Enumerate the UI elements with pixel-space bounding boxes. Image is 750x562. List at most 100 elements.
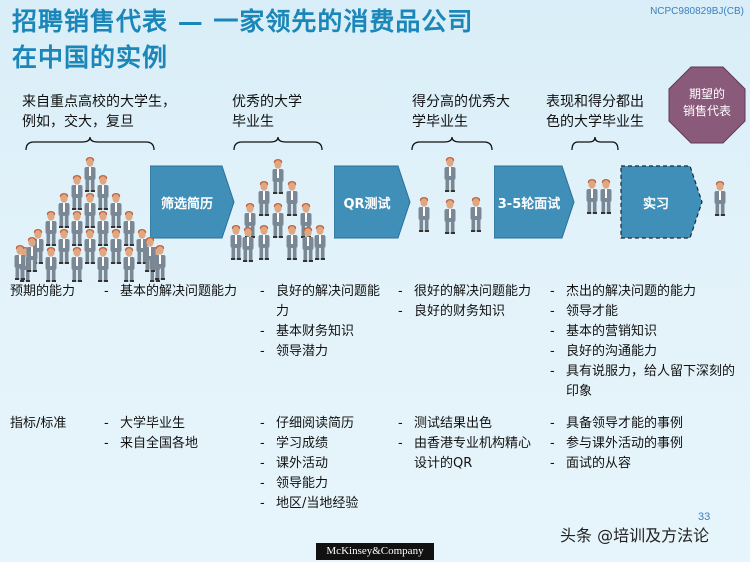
list-item: -学习成绩 — [260, 434, 390, 454]
title-line-2: 在中国的实例 — [12, 43, 169, 72]
goal-label: 期望的 销售代表 — [668, 86, 746, 120]
arrow-label-internship: 实习 — [642, 196, 669, 212]
list-item: -大学毕业生 — [104, 414, 244, 434]
person-figure — [84, 193, 96, 228]
list-item: -领导潜力 — [260, 342, 384, 362]
criteria-text: 领导能力 — [276, 476, 329, 491]
stage-3-caption-line-1: 得分高的优秀大 — [412, 94, 510, 110]
person-figure — [286, 225, 298, 260]
person-figure — [444, 199, 456, 234]
criteria-col-2: -仔细阅读简历 -学习成绩 -课外活动 -领导能力 -地区/当地经验 — [260, 414, 390, 514]
person-figure — [418, 197, 430, 232]
list-item: -地区/当地经验 — [260, 494, 390, 514]
title-line-1: 招聘销售代表 — 一家领先的消费品公司 — [12, 7, 474, 36]
stage-2-caption-line-2: 毕业生 — [232, 114, 274, 130]
person-figure — [286, 181, 298, 216]
stage-1-caption-line-1: 来自重点高校的大学生， — [22, 94, 176, 110]
arrow-label-screen-resume: 筛选简历 — [160, 196, 213, 212]
row-label-criteria: 指标/标准 — [10, 416, 67, 431]
goal-label-line-1: 期望的 — [688, 87, 725, 101]
person-figure — [123, 247, 135, 282]
stage-4-caption-line-1: 表现和得分都出 — [546, 94, 644, 110]
goal-octagon — [668, 66, 746, 144]
criteria-text: 具备领导才能的事例 — [566, 416, 684, 431]
stage-2-caption: 优秀的大学 毕业生 — [232, 92, 302, 132]
person-figure — [586, 179, 598, 214]
list-item: -面试的从容 — [550, 454, 690, 474]
stage-1-caption-line-2: 例如，交大，复旦 — [22, 114, 134, 130]
list-item: -良好的财务知识 — [398, 302, 538, 322]
criteria-text: 测试结果出色 — [414, 416, 493, 431]
stage-4-caption: 表现和得分都出 色的大学毕业生 — [546, 92, 644, 132]
stage-3-brace — [411, 136, 493, 151]
ability-text: 很好的解决问题能力 — [414, 284, 532, 299]
ability-text: 基本的解决问题能力 — [120, 284, 238, 299]
list-item: -良好的沟通能力 — [550, 342, 736, 362]
stage-3-caption-line-2: 学毕业生 — [412, 114, 468, 130]
person-figure — [470, 197, 482, 232]
person-figure — [97, 175, 109, 210]
stage-4-caption-line-2: 色的大学毕业生 — [546, 114, 644, 130]
person-figure — [154, 245, 166, 280]
arrow-qr-test — [334, 165, 411, 239]
abilities-col-3: -很好的解决问题能力 -良好的财务知识 — [398, 282, 538, 322]
stage-2-brace — [233, 136, 323, 151]
ability-text: 领导潜力 — [276, 344, 329, 359]
person-figure — [26, 237, 38, 272]
criteria-text: 大学毕业生 — [120, 416, 186, 431]
person-figure — [272, 203, 284, 238]
person-figure — [97, 211, 109, 246]
person-figure — [144, 237, 156, 272]
criteria-col-1: -大学毕业生 -来自全国各地 — [104, 414, 244, 454]
list-item: -很好的解决问题能力 — [398, 282, 538, 302]
ability-text: 具有说服力，给人留下深刻的印象 — [566, 364, 736, 399]
stage-3-caption: 得分高的优秀大 学毕业生 — [412, 92, 510, 132]
list-item: -由香港专业机构精心设计的QR — [398, 434, 538, 474]
list-item: -基本的营销知识 — [550, 322, 736, 342]
person-figure — [71, 247, 83, 282]
list-item: -参与课外活动的事例 — [550, 434, 690, 454]
person-figure — [272, 159, 284, 194]
criteria-text: 地区/当地经验 — [276, 496, 359, 511]
list-item: -基本的解决问题能力 — [104, 282, 244, 302]
list-item: -领导才能 — [550, 302, 736, 322]
arrow-internship — [620, 165, 703, 239]
person-figure — [302, 227, 314, 262]
person-figure — [45, 211, 57, 246]
criteria-text: 课外活动 — [276, 456, 329, 471]
abilities-col-4: -杰出的解决问题的能力 -领导才能 -基本的营销知识 -良好的沟通能力 -具有说… — [550, 282, 736, 402]
list-item: -杰出的解决问题的能力 — [550, 282, 736, 302]
list-item: -具备领导才能的事例 — [550, 414, 690, 434]
list-item: -仔细阅读简历 — [260, 414, 390, 434]
arrow-label-interviews: 3-5轮面试 — [497, 196, 561, 212]
arrow-interviews — [494, 165, 575, 239]
person-figure — [600, 179, 612, 214]
stage-1-caption: 来自重点高校的大学生， 例如，交大，复旦 — [22, 92, 176, 132]
page-number: 33 — [698, 511, 711, 523]
person-figure — [45, 247, 57, 282]
criteria-col-3: -测试结果出色 -由香港专业机构精心设计的QR — [398, 414, 538, 474]
person-figure — [14, 245, 26, 280]
row-label-ability: 预期的能力 — [10, 284, 76, 299]
stage-4-brace — [571, 136, 619, 151]
document-code: NCPC980829BJ(CB) — [650, 6, 744, 17]
list-item: -基本财务知识 — [260, 322, 384, 342]
criteria-text: 参与课外活动的事例 — [566, 436, 684, 451]
person-figure — [230, 225, 242, 260]
person-figure — [84, 229, 96, 264]
list-item: -测试结果出色 — [398, 414, 538, 434]
person-figure — [58, 193, 70, 228]
list-item: -课外活动 — [260, 454, 390, 474]
criteria-text: 面试的从容 — [566, 456, 632, 471]
ability-text: 良好的财务知识 — [414, 304, 506, 319]
list-item: -具有说服力，给人留下深刻的印象 — [550, 362, 736, 402]
ability-text: 良好的沟通能力 — [566, 344, 658, 359]
goal-label-line-2: 销售代表 — [682, 104, 731, 118]
list-item: -领导能力 — [260, 474, 390, 494]
abilities-col-2: -良好的解决问题能力 -基本财务知识 -领导潜力 — [260, 282, 384, 362]
page-title: 招聘销售代表 — 一家领先的消费品公司 在中国的实例 — [12, 4, 652, 76]
person-figure — [110, 193, 122, 228]
ability-text: 基本的营销知识 — [566, 324, 658, 339]
person-figure — [58, 229, 70, 264]
criteria-text: 由香港专业机构精心设计的QR — [414, 436, 532, 471]
